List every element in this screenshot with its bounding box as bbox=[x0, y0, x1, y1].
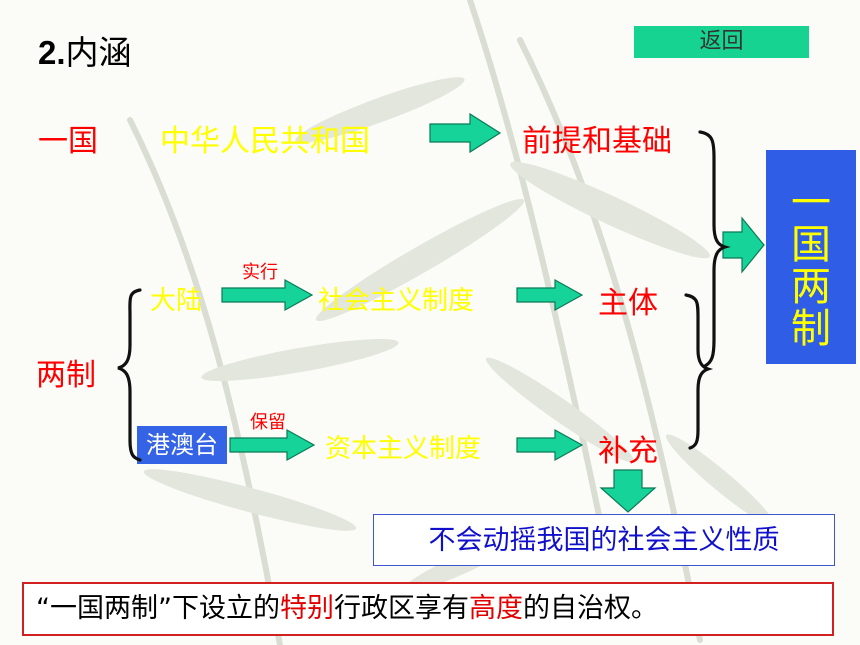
summary-highlight-high-degree: 高度 bbox=[468, 593, 523, 624]
conclusion-box: 不会动摇我国的社会主义性质 bbox=[373, 514, 835, 566]
summary-part-1: “一国两制”下设立的 bbox=[36, 593, 280, 624]
main-body-text: 主体 bbox=[598, 286, 658, 321]
retain-label: 保留 bbox=[250, 412, 286, 433]
yiguo-label: 一国 bbox=[38, 124, 98, 159]
page-title: 2.内涵 bbox=[38, 26, 132, 74]
title-number: 2. bbox=[38, 34, 66, 71]
capitalist-system-text: 资本主义制度 bbox=[325, 434, 482, 464]
premise-text: 前提和基础 bbox=[522, 124, 672, 159]
vertical-char-4: 制 bbox=[791, 306, 831, 352]
mainland-label: 大陆 bbox=[150, 286, 203, 316]
one-country-two-systems-box: 一 国 两 制 bbox=[766, 150, 856, 364]
summary-part-3: 的自治权。 bbox=[522, 593, 658, 624]
vertical-char-2: 国 bbox=[791, 222, 831, 268]
summary-highlight-special: 特别 bbox=[279, 593, 334, 624]
liangzhi-label: 两制 bbox=[36, 358, 96, 393]
summary-part-2: 行政区享有 bbox=[333, 593, 469, 624]
title-text: 内涵 bbox=[65, 33, 132, 72]
supplement-text: 补充 bbox=[598, 434, 658, 469]
back-button[interactable]: 返回 bbox=[634, 26, 809, 58]
prc-text: 中华人民共和国 bbox=[160, 124, 370, 159]
summary-box: “一国两制”下设立的特别行政区享有高度的自治权。 bbox=[22, 582, 834, 636]
socialist-system-text: 社会主义制度 bbox=[318, 286, 475, 316]
implement-label: 实行 bbox=[242, 262, 278, 283]
vertical-char-3: 两 bbox=[791, 264, 831, 310]
vertical-char-1: 一 bbox=[791, 180, 831, 226]
hk-macau-taiwan-label: 港澳台 bbox=[137, 426, 227, 464]
